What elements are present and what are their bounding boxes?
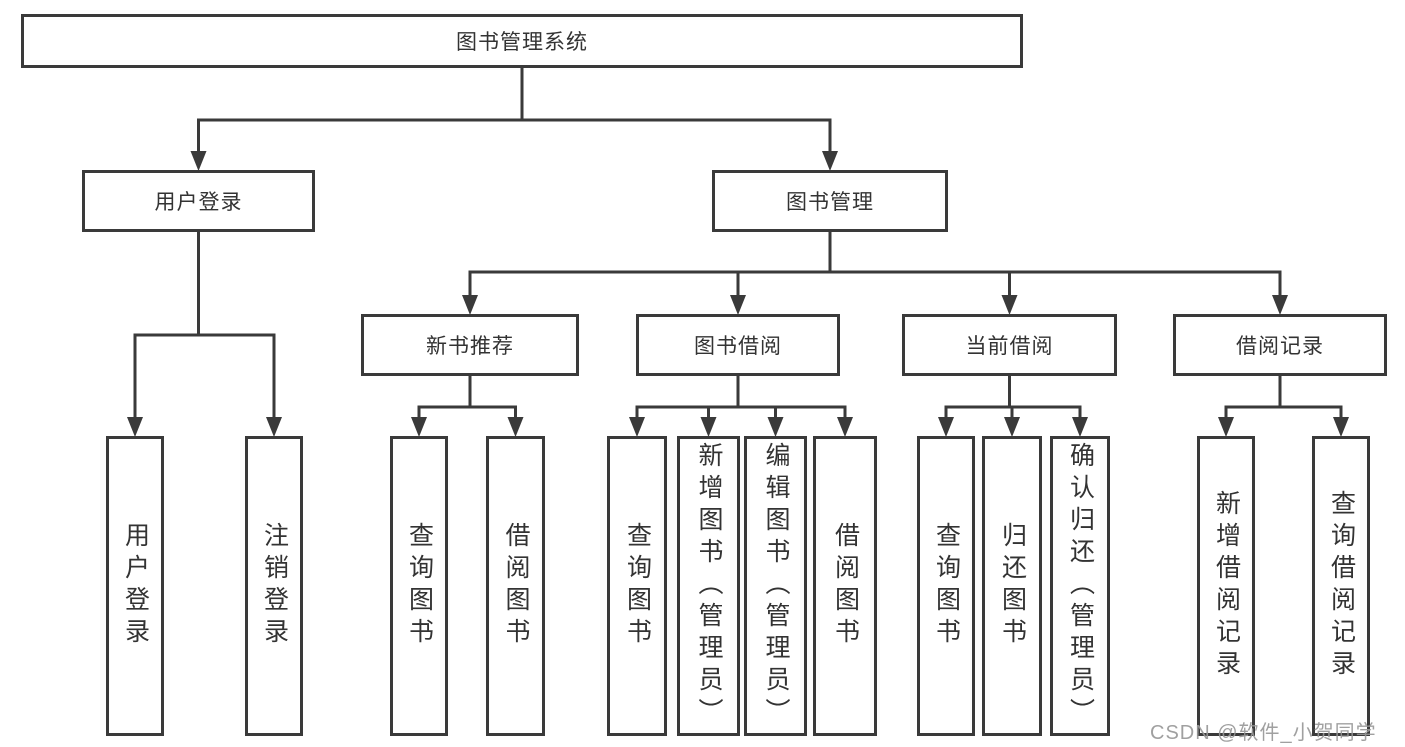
node-br-add-record: 新增借阅记录	[1197, 436, 1255, 736]
node-label: 借阅记录	[1236, 335, 1324, 358]
node-label: 新增图书（管理员）	[695, 442, 723, 730]
node-cb-query-books: 查询图书	[917, 436, 975, 736]
node-user-login: 用户登录	[82, 170, 315, 232]
node-bb-borrow-books: 借阅图书	[813, 436, 877, 736]
node-book-borrow: 图书借阅	[636, 314, 840, 376]
node-label: 当前借阅	[965, 335, 1054, 358]
node-leaf-logout: 注销登录	[245, 436, 303, 736]
node-label: 新增借阅记录	[1212, 490, 1241, 682]
node-label: 图书借阅	[694, 335, 782, 358]
node-label: 图书管理	[786, 191, 874, 214]
node-label: 编辑图书（管理员）	[762, 442, 790, 730]
node-root: 图书管理系统	[21, 14, 1023, 68]
node-bb-add-books: 新增图书（管理员）	[677, 436, 740, 736]
node-nb-query-books: 查询图书	[390, 436, 448, 736]
node-label: 查询图书	[932, 522, 961, 650]
node-cb-return-books: 归还图书	[982, 436, 1042, 736]
node-label: 查询图书	[405, 522, 434, 650]
node-label: 用户登录	[121, 522, 150, 650]
node-leaf-user-login: 用户登录	[106, 436, 164, 736]
node-new-book-rec: 新书推荐	[361, 314, 579, 376]
node-current-borrow: 当前借阅	[902, 314, 1117, 376]
node-label: 查询图书	[623, 522, 652, 650]
node-label: 查询借阅记录	[1327, 490, 1356, 682]
watermark: CSDN @软件_小贺同学	[1150, 722, 1377, 744]
node-label: 确认归还（管理员）	[1066, 442, 1095, 730]
node-label: 借阅图书	[502, 522, 530, 650]
node-nb-borrow-books: 借阅图书	[486, 436, 545, 736]
node-label: 图书管理系统	[456, 31, 588, 54]
node-label: 借阅图书	[831, 522, 860, 650]
node-cb-confirm-return: 确认归还（管理员）	[1050, 436, 1110, 736]
node-label: 注销登录	[260, 522, 289, 650]
node-br-query-record: 查询借阅记录	[1312, 436, 1370, 736]
node-bb-query-books: 查询图书	[607, 436, 667, 736]
node-borrow-records: 借阅记录	[1173, 314, 1387, 376]
node-bb-edit-books: 编辑图书（管理员）	[744, 436, 807, 736]
node-label: 归还图书	[998, 522, 1027, 650]
node-book-mgmt: 图书管理	[712, 170, 948, 232]
node-label: 用户登录	[154, 191, 243, 214]
node-label: 新书推荐	[426, 335, 514, 358]
